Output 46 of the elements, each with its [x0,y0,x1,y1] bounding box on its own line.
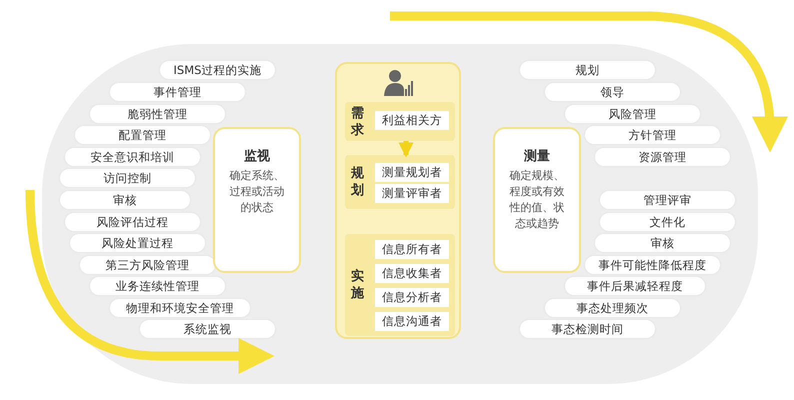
topic-pill: 事态检测时间 [520,320,655,338]
topic-pill: 领导 [545,83,680,101]
role-box: 信息沟通者 [375,312,449,331]
topic-pill: 安全意识和培训 [65,148,200,166]
role-box: 信息所有者 [375,240,449,259]
topic-pill: 物理和环境安全管理 [110,299,250,317]
definition-box [493,127,581,273]
topic-pill: 规划 [520,61,655,79]
arrow [398,141,414,158]
stage-band [345,234,455,336]
definition-box [213,127,301,273]
topic-pill: 风险处置过程 [70,234,205,252]
role-box: 利益相关方 [375,111,449,130]
topic-pill: 系统监视 [140,320,275,338]
role-box: 测量评审者 [375,184,449,203]
role-box: 测量规划者 [375,163,449,182]
topic-pill: 脆弱性管理 [90,105,225,123]
center-panel [335,62,461,339]
topic-pill: 事件管理 [110,83,245,101]
stage-band [345,102,455,141]
stage-label: 需求 [351,105,365,139]
topic-pill: 风险评估过程 [65,213,200,231]
topic-pill: 业务连续性管理 [90,277,225,295]
role-box: 信息收集者 [375,264,449,283]
stage-label: 实施 [351,268,365,302]
topic-pill: 事件可能性降低程度 [585,256,720,274]
role-box: 信息分析者 [375,288,449,307]
topic-pill: 事态处理频次 [545,299,680,317]
topic-pill: 审核 [595,234,730,252]
box-heading: 监视 [243,148,271,165]
topic-pill: 管理评审 [600,191,735,209]
topic-pill: 访问控制 [60,169,195,187]
box-description: 确定规模、程度或有效性的值、状态或趋势 [508,168,566,232]
box-description: 确定系统、过程或活动的状态 [228,168,286,216]
topic-pill: 第三方风险管理 [80,256,215,274]
topic-pill: 配置管理 [75,126,210,144]
topic-pill: 资源管理 [595,148,730,166]
topic-pill: 事件后果减轻程度 [565,277,705,295]
topic-pill: 方针管理 [585,126,720,144]
stage-label: 规划 [351,165,365,199]
topic-pill: 审核 [60,191,190,209]
topic-pill: 风险管理 [565,105,700,123]
stage-band [345,155,455,209]
topic-pill: 文件化 [600,213,735,231]
topic-pill: ISMS过程的实施 [160,61,275,79]
box-heading: 测量 [523,148,551,165]
